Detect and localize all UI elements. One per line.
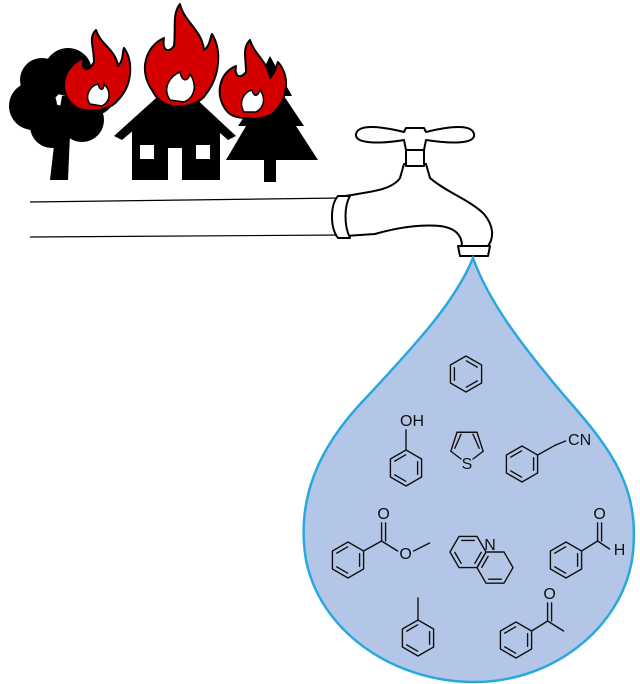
thiophene-s-label: S [462,456,473,473]
water-drop-icon [302,254,636,684]
ester-o-label: O [399,546,411,563]
benzonitrile-molecule: CN [505,432,591,483]
flame-cores [86,70,265,113]
methyl-benzoate-molecule: OO [331,506,431,579]
phenol-molecule: OH [389,413,424,487]
carbonyl-o-label: O [377,506,389,523]
thiophene-molecule: S [450,431,484,473]
aldehyde-h-label: H [614,542,626,559]
acetophenone-molecule: O [499,586,565,659]
benzaldehyde-molecule: OH [549,506,626,579]
toluene-molecule [401,597,435,657]
quinoline-n-label: N [484,537,496,554]
phenol-oh-label: OH [400,413,424,430]
nitrile-cn-label: CN [568,432,591,449]
fire-icon [63,3,287,120]
aldehyde-o-label: O [593,506,605,523]
water-pipe [29,197,343,238]
ketone-o-label: O [543,586,555,603]
quinoline-molecule: N [449,535,514,584]
benzene-molecule [449,355,483,393]
faucet-icon [331,126,494,257]
